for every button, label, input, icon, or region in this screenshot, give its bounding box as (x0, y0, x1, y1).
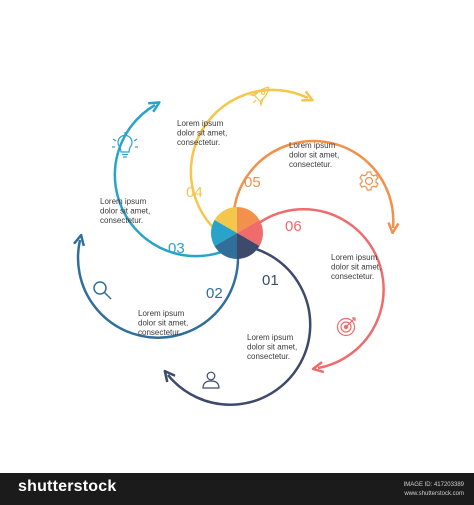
gear-icon (359, 171, 379, 191)
step-number-03: 03 (168, 240, 185, 257)
step-number-05: 05 (244, 174, 261, 191)
step-number-06: 06 (285, 218, 302, 235)
hub-slice-06 (237, 220, 263, 246)
target-icon (336, 317, 356, 337)
hub-slice-01 (237, 233, 260, 259)
brand-logo: shutterstock (18, 478, 117, 495)
step-number-04: 04 (186, 184, 203, 201)
hub-slice-02 (214, 233, 237, 259)
step-number-01: 01 (262, 272, 279, 289)
arc-step-05 (232, 139, 393, 246)
hub-slice-04 (214, 207, 237, 233)
hub-slice-03 (211, 220, 237, 246)
arc-step-06 (235, 208, 385, 368)
arc-step-03 (113, 105, 238, 258)
step-number-02: 02 (206, 285, 223, 302)
image-id-label: IMAGE ID: 417203389 (403, 482, 464, 488)
arc-step-02 (78, 240, 240, 339)
center-hub (211, 207, 263, 259)
arc-step-04 (189, 88, 308, 247)
person-icon (202, 371, 220, 389)
site-url: www.shutterstock.com (404, 491, 464, 497)
rocket-icon (248, 86, 270, 108)
image-id-text: IMAGE ID: 417203389 www.shutterstock.com (404, 481, 464, 499)
magnifier-icon (93, 281, 112, 300)
footer-bar: shutterstock IMAGE ID: 417203389 www.shu… (0, 473, 474, 505)
hub-slice-05 (237, 207, 260, 233)
arc-step-01 (168, 243, 312, 406)
lightbulb-icon (112, 132, 138, 158)
